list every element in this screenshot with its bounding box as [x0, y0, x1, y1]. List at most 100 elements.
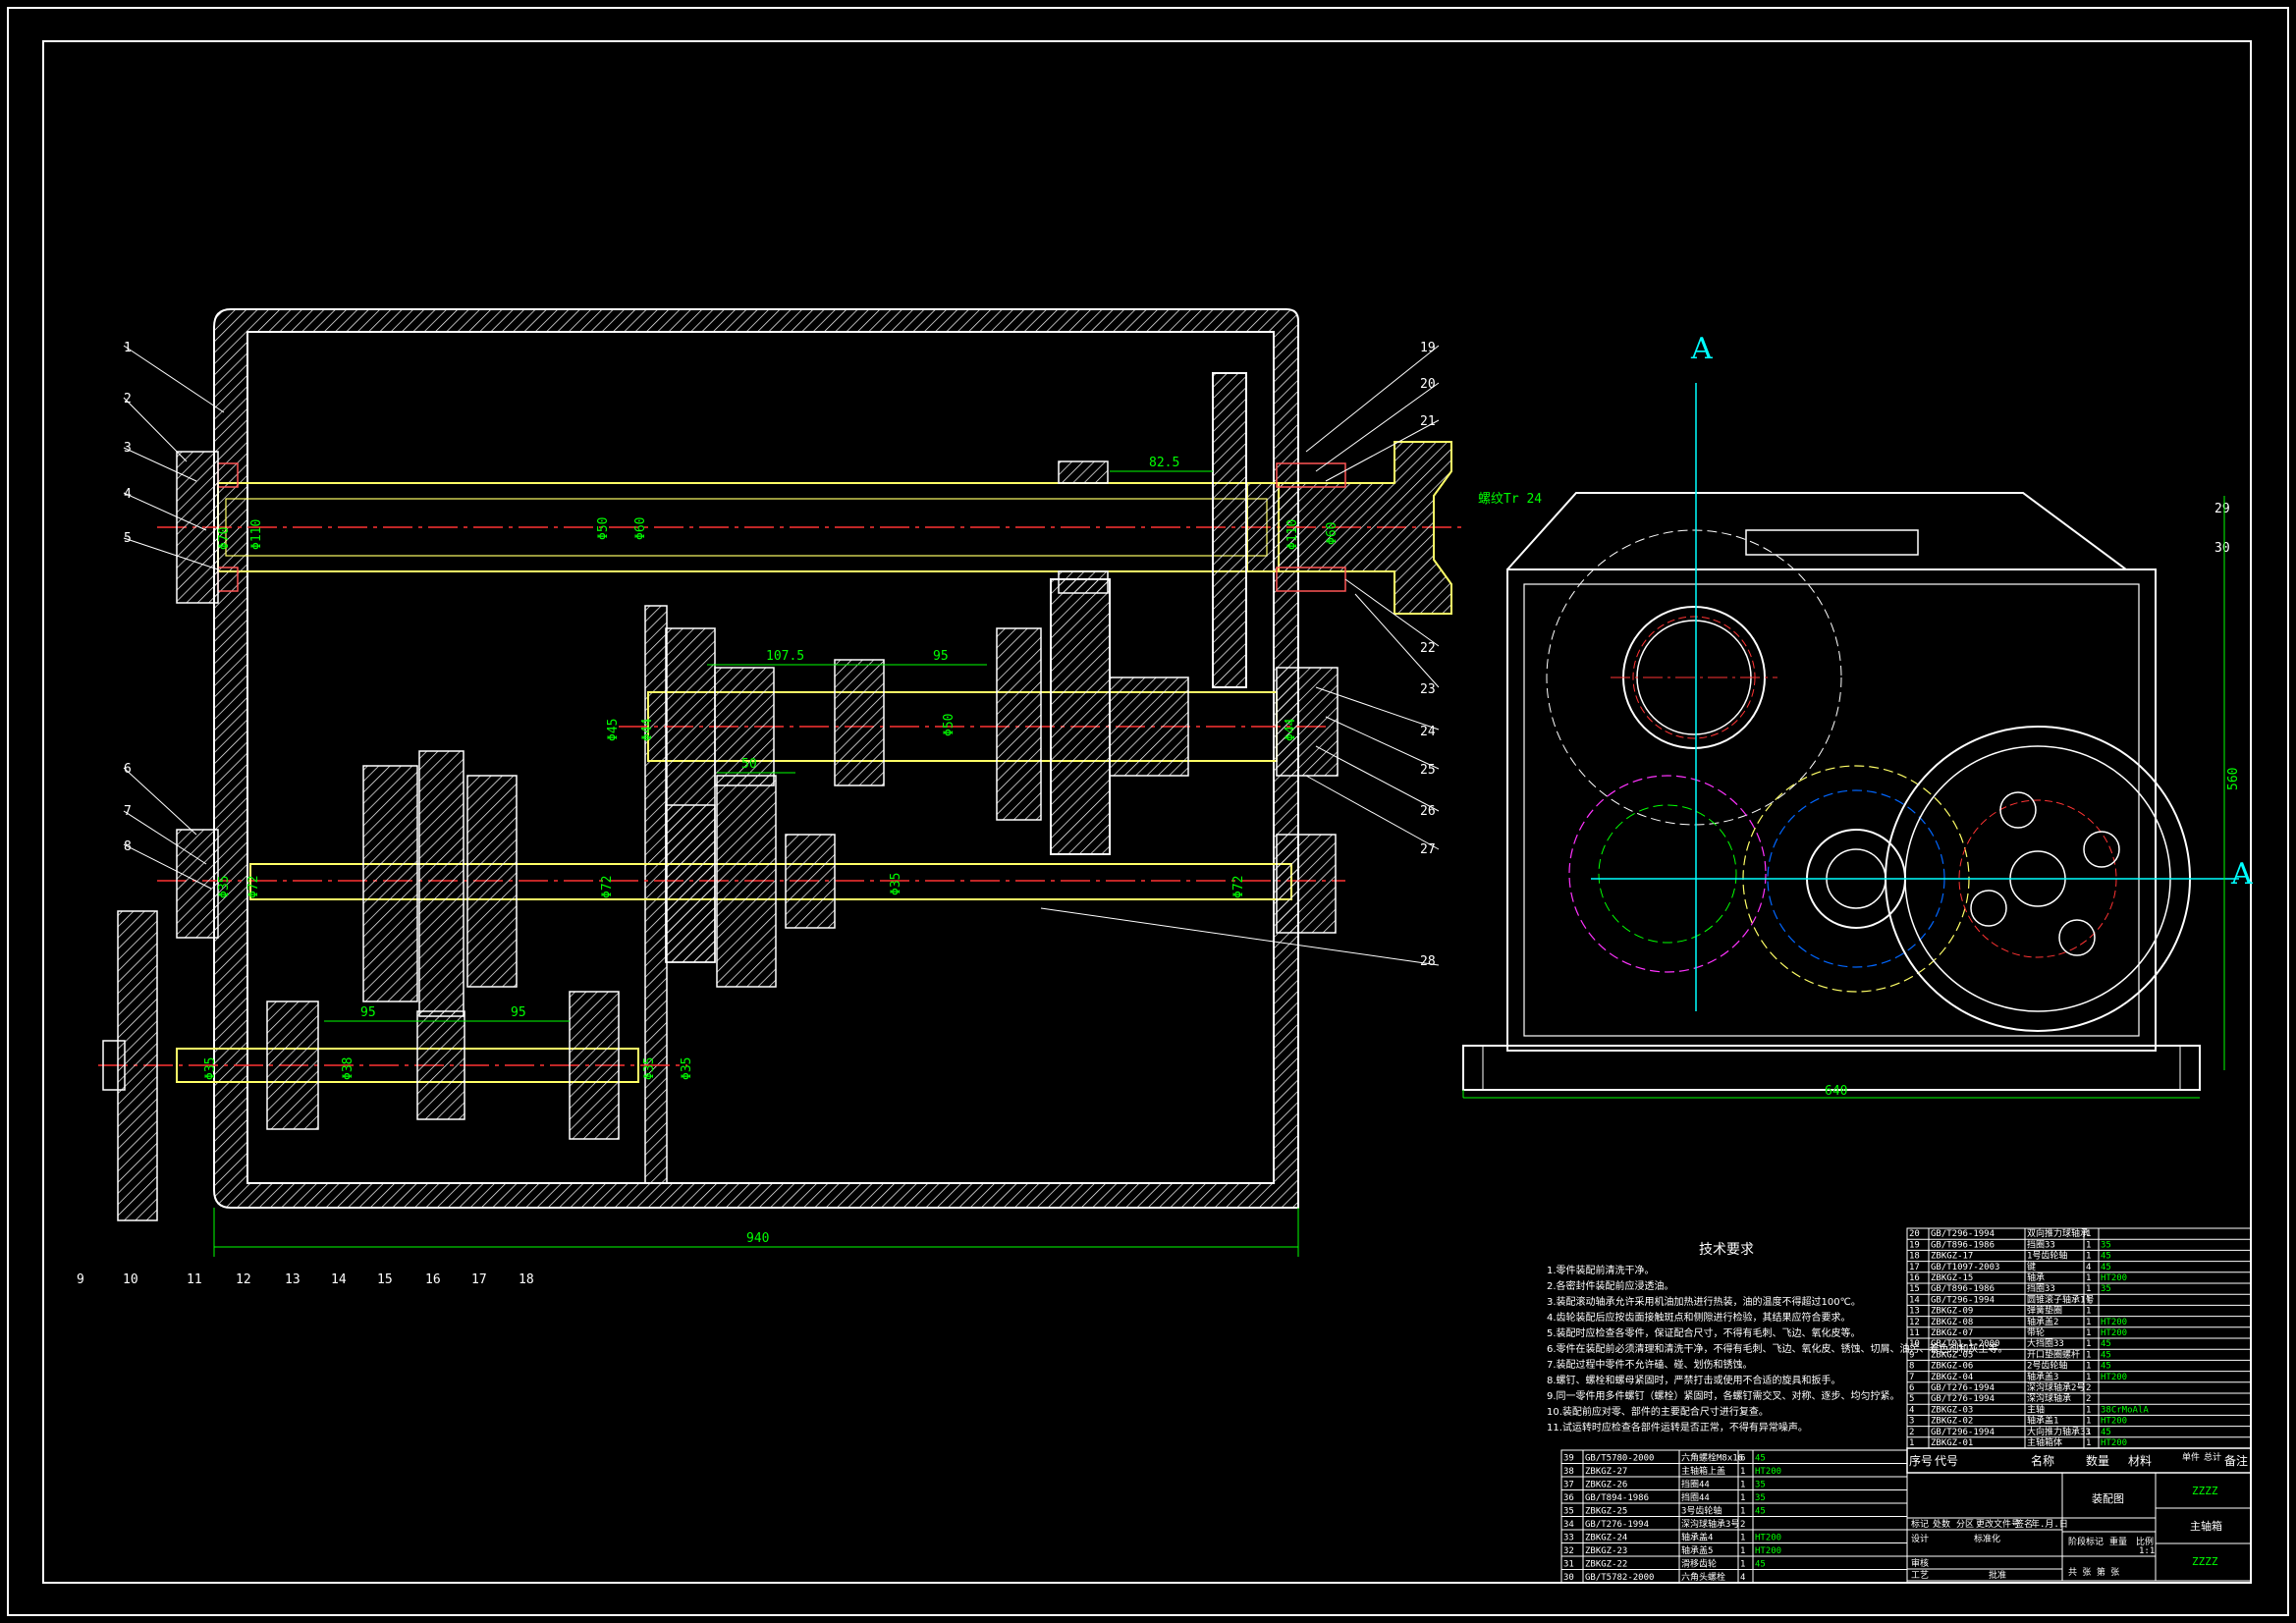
bom-left-cell: GB/T5780-2000	[1585, 1454, 1654, 1464]
bom-main-cell: 大向推力轴承33	[2027, 1426, 2091, 1437]
bom-left-cell: ZBKGZ-25	[1585, 1507, 1627, 1517]
bom-main-cell: 9	[1909, 1350, 1914, 1360]
balloon-3: 3	[124, 441, 132, 456]
bom-main-cell: 2号齿轮轴	[2027, 1360, 2067, 1372]
bom-main-cell: 1	[2086, 1229, 2091, 1239]
leader-lines	[123, 345, 1440, 966]
bom-main-cell: 45	[2101, 1252, 2111, 1262]
dim-phi-110: Φ110	[249, 519, 264, 550]
bom-main-cell: 45	[2101, 1362, 2111, 1372]
bom-left-cell: ZBKGZ-22	[1585, 1560, 1627, 1570]
dim-s3-phi35: Φ35	[217, 876, 232, 898]
balloon-5: 5	[124, 531, 132, 546]
bom-left-cell: 1	[1740, 1467, 1745, 1477]
bom-main-cell: 1	[2086, 1307, 2091, 1317]
bom-main-cell: 11	[1909, 1328, 1920, 1338]
balloon-8: 8	[124, 839, 132, 854]
bom-main-cell: GB/T896-1986	[1931, 1284, 1995, 1294]
bom-h-total: 总计	[2204, 1451, 2221, 1463]
title-code: ZZZZ	[2192, 1485, 2218, 1497]
dim-s2-phi44-r: Φ44	[1284, 718, 1298, 741]
bom-left-cell: 35	[1755, 1481, 1766, 1490]
tech-note-10: 10.装配前应对零、部件的主要配合尺寸进行复查。	[1547, 1405, 1769, 1418]
bom-left-cell: 六角螺栓M8x16	[1681, 1452, 1743, 1464]
tech-note-1: 1.零件装配前清洗干净。	[1547, 1264, 1655, 1276]
bom-left-cell: ZBKGZ-26	[1585, 1481, 1627, 1490]
bom-left-cell: 1	[1740, 1560, 1745, 1570]
dim-s3-phi35-b: Φ35	[889, 873, 903, 895]
bom-main-cell: GB/T296-1994	[1931, 1295, 1995, 1305]
bom-left-cell: 45	[1755, 1454, 1766, 1464]
bom-main-cell: 1	[2086, 1428, 2091, 1437]
bom-main-cell: 1	[2086, 1273, 2091, 1283]
bom-main-cell: 轴承盖2	[2027, 1316, 2058, 1327]
balloon-23: 23	[1420, 682, 1436, 697]
bom-main-cell: HT200	[2101, 1373, 2127, 1382]
bom-left-cell: 35	[1755, 1493, 1766, 1503]
bom-left-cell: HT200	[1755, 1467, 1781, 1477]
dim-width-640: 640	[1825, 1084, 1847, 1099]
bom-main-cell: ZBKGZ-06	[1931, 1362, 1973, 1372]
bom-main-cell: 1	[2086, 1328, 2091, 1338]
bom-main-cell: HT200	[2101, 1318, 2127, 1327]
bom-main-cell: 7	[1909, 1373, 1914, 1382]
title-scale-label: 比例	[2136, 1536, 2154, 1547]
bom-left-cell: ZBKGZ-24	[1585, 1534, 1627, 1543]
bom-main-cell: 主轴箱体	[2027, 1436, 2062, 1448]
bom-left-cell: HT200	[1755, 1534, 1781, 1543]
dim-s2-phi45: Φ45	[606, 719, 621, 741]
bom-h-remark: 备注	[2224, 1453, 2248, 1468]
bom-main-cell: 挡圈33	[2027, 1282, 2055, 1294]
balloon-17: 17	[471, 1272, 487, 1287]
bom-left-cell: ZBKGZ-27	[1585, 1467, 1627, 1477]
bom-main-cell: 12	[1909, 1318, 1920, 1327]
bom-left-cell: 37	[1563, 1481, 1574, 1490]
bom-main-cell: 轴承盖3	[2027, 1371, 2058, 1382]
bom-left-cell: GB/T894-1986	[1585, 1493, 1649, 1503]
bom-left-cell: 1	[1740, 1534, 1745, 1543]
bom-main-cell: GB/T276-1994	[1931, 1394, 1995, 1404]
bom-main-cell: 深沟球轴承	[2027, 1392, 2071, 1404]
balloon-29: 29	[2214, 502, 2230, 516]
bom-main-cell: 1号齿轮轴	[2027, 1250, 2067, 1262]
bom-main-cell: GB/T296-1994	[1931, 1428, 1995, 1437]
balloon-2: 2	[124, 392, 132, 406]
section-mark-a-right: A	[2230, 857, 2253, 892]
bom-h-unit: 单件	[2182, 1451, 2200, 1463]
bom-left-cell: 38	[1563, 1467, 1574, 1477]
tech-note-8: 8.螺钉、螺栓和螺母紧固时，严禁打击或使用不合适的旋具和扳手。	[1547, 1374, 1841, 1386]
dim-95-c: 95	[511, 1005, 526, 1020]
bom-main-cell: ZBKGZ-04	[1931, 1373, 1973, 1382]
bom-left-cell: ZBKGZ-23	[1585, 1546, 1627, 1556]
shaft-3	[157, 750, 1345, 1017]
bom-main-cell: ZBKGZ-08	[1931, 1318, 1973, 1327]
dim-height-560: 560	[2226, 768, 2241, 790]
bom-left-cell: 1	[1740, 1546, 1745, 1556]
title-stage-label: 阶段标记	[2068, 1536, 2104, 1547]
balloon-4: 4	[124, 487, 132, 502]
bom-main-cell: 45	[2101, 1339, 2111, 1349]
balloon-labels: 1 2 3 4 5 6 7 8 9 10 11 12 13 14 15 16 1…	[77, 341, 2230, 1287]
bom-left-cell: 6	[1740, 1454, 1745, 1464]
balloon-12: 12	[236, 1272, 251, 1287]
title-role-process: 工艺	[1911, 1570, 1929, 1581]
main-dimensions	[213, 470, 1299, 1257]
bom-main-cell: ZBKGZ-09	[1931, 1307, 1973, 1317]
balloon-24: 24	[1420, 725, 1436, 739]
bom-main-cell: 1	[2086, 1252, 2091, 1262]
bom-main-cell: 弹簧垫圈	[2027, 1305, 2062, 1317]
title-block	[1906, 1472, 2252, 1582]
bom-main-cell: GB/T1097-2003	[1931, 1263, 1999, 1272]
title-row-zone: 分区	[1956, 1519, 1974, 1530]
bom-h-code: 代号	[1935, 1454, 1958, 1468]
bom-main-cell: 1	[2086, 1339, 2091, 1349]
dim-s4-phi35-b: Φ35	[642, 1057, 657, 1080]
dim-thread: 螺纹Tr 24	[1478, 492, 1542, 507]
bom-main-cell: 16	[1909, 1273, 1920, 1283]
bom-h-qty: 数量	[2086, 1453, 2109, 1468]
bom-main-cell: 19	[1909, 1240, 1920, 1250]
balloon-26: 26	[1420, 804, 1436, 819]
bom-main-cell: 2	[2086, 1383, 2091, 1393]
bom-h-mat: 材料	[2128, 1454, 2152, 1468]
